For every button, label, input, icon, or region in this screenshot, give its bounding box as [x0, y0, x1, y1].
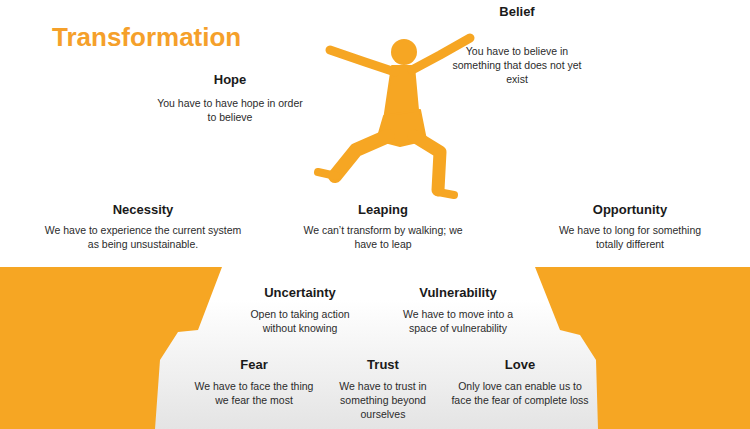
- title: Transformation: [52, 22, 241, 52]
- step-description: We have to experience the current system…: [43, 223, 243, 251]
- step-description: We have to face the thing we fear the mo…: [194, 379, 314, 407]
- step-description: You have to believe in something that do…: [442, 44, 592, 86]
- step-heading: Trust: [323, 357, 443, 373]
- step-description: We can’t transform by walking; we have t…: [293, 223, 473, 251]
- step-heading: Uncertainty: [235, 285, 365, 301]
- step-heading: Fear: [194, 357, 314, 373]
- step-description: Open to taking action without knowing: [235, 307, 365, 335]
- step-description: Only love can enable us to face the fear…: [450, 379, 590, 407]
- step-description: We have to trust in something beyond our…: [323, 379, 443, 421]
- step-heading: Vulnerability: [393, 285, 523, 301]
- step-heading: Opportunity: [550, 202, 710, 218]
- step-description: We have to long for something totally di…: [550, 223, 710, 251]
- step-heading: Leaping: [293, 202, 473, 218]
- step-description: We have to move into a space of vulnerab…: [393, 307, 523, 335]
- chasm-floor: [150, 300, 600, 429]
- step-heading: Love: [450, 357, 590, 373]
- step-heading: Hope: [155, 72, 305, 88]
- jumping-person: [318, 38, 470, 195]
- step-heading: Belief: [442, 4, 592, 20]
- step-description: You have to have hope in order to believ…: [155, 96, 305, 124]
- step-heading: Necessity: [43, 202, 243, 218]
- left-cliff: [0, 267, 222, 429]
